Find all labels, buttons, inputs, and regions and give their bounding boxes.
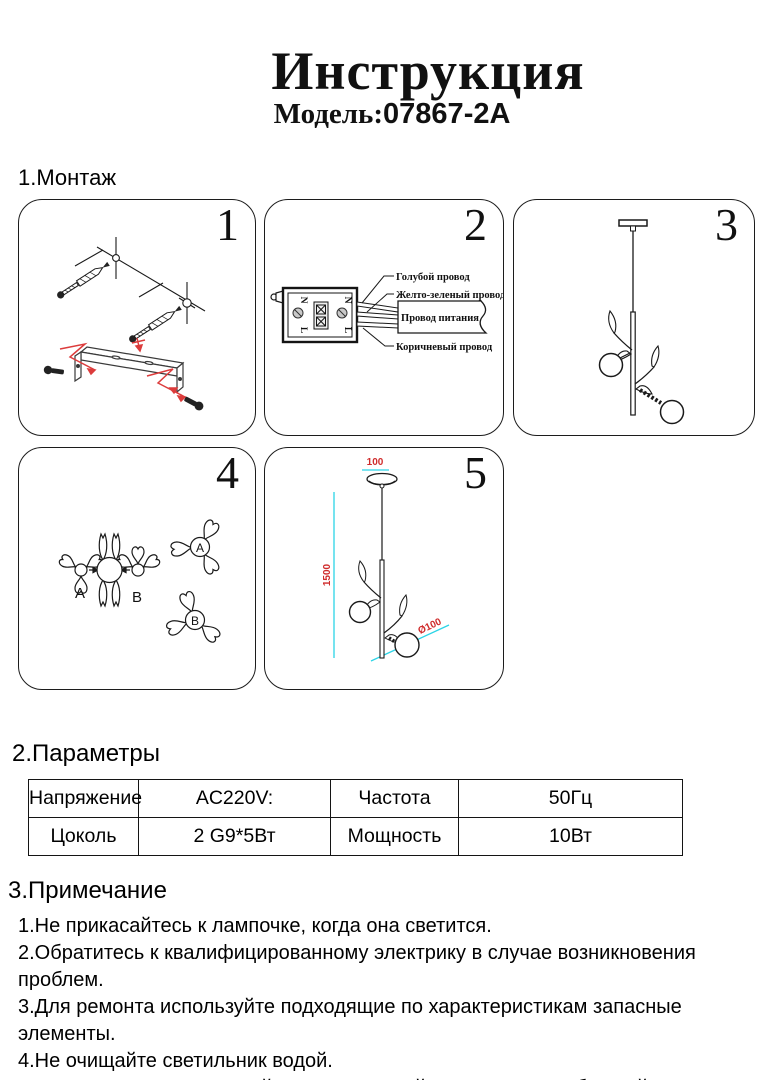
- terminal-n-left: N: [298, 297, 308, 304]
- wiring-diagram: N L N L: [270, 272, 503, 353]
- dimension-diagram: 100 1500 Ø100: [322, 457, 450, 662]
- note-item-3: 3.Для ремонта используйте подходящие по …: [18, 996, 682, 1045]
- panel5-number: 5: [464, 447, 487, 498]
- param-power-value: 10Вт: [458, 817, 683, 856]
- param-power-label: Мощность: [330, 817, 459, 856]
- screw-icon: [43, 365, 204, 411]
- power-cord-label: Провод питания: [401, 313, 479, 324]
- note-item-4: 4.Не очищайте светильник водой.: [18, 1050, 333, 1072]
- panel-decor-step4: 4: [18, 447, 256, 690]
- section-montage-title: 1.Монтаж: [18, 165, 117, 190]
- parameters-table: Напряжение AC220V: Частота 50Гц Цоколь 2…: [28, 779, 683, 856]
- note-item-2: 2.Обратитесь к квалифицированному электр…: [18, 942, 696, 991]
- label-a: A: [75, 585, 85, 602]
- callout-lines: [361, 275, 394, 347]
- cluster-a-letter: A: [196, 541, 204, 555]
- terminal-n-right: N: [342, 297, 352, 304]
- model-line: Модель:07867-2A: [274, 98, 511, 131]
- screw-anchor-icon: [129, 305, 182, 343]
- decor-cluster-b: [165, 590, 221, 643]
- decor-cluster-a: [170, 519, 220, 575]
- glass-globe: [348, 600, 372, 624]
- param-frequency-label: Частота: [330, 779, 459, 818]
- yellow-green-wire-label: Желто-зеленый провод: [396, 290, 503, 301]
- glass-globe: [598, 352, 624, 378]
- connector-icon: [313, 301, 329, 330]
- glass-globe: [659, 399, 685, 425]
- cluster-b-letter: B: [191, 614, 199, 628]
- table-row: Цоколь 2 G9*5Вт Мощность 10Вт: [28, 817, 683, 856]
- power-cord-box: [397, 300, 488, 334]
- center-hub: [96, 556, 123, 584]
- dimension-lines: [333, 469, 450, 662]
- panel3-number: 3: [715, 199, 738, 250]
- mounting-bracket: [74, 346, 185, 394]
- blue-wire-label: Голубой провод: [396, 272, 470, 283]
- panel4-number: 4: [216, 447, 239, 498]
- model-label: Модель:: [273, 98, 384, 130]
- page-title: Инструкция: [271, 41, 585, 101]
- panel1-number: 1: [216, 199, 239, 250]
- panel-wiring-step2: 2 N L N L: [264, 199, 504, 436]
- terminal-l-right: L: [342, 327, 352, 333]
- terminal-l-left: L: [298, 327, 308, 333]
- param-voltage-value: AC220V:: [138, 779, 331, 818]
- notes-list: 1.Не прикасайтесь к лампочке, когда она …: [18, 913, 760, 1080]
- panel2-number: 2: [464, 199, 487, 250]
- glass-globe: [394, 632, 420, 658]
- panel-dimensions-step5: 5 100 1500 Ø100: [264, 447, 504, 690]
- section-notes-title: 3.Примечание: [8, 877, 167, 904]
- wall-anchor-diagram: [43, 237, 206, 411]
- note-item-5: 5.Для защиты окружающей среды, пожалуйст…: [18, 1075, 760, 1080]
- section-parameters-title: 2.Параметры: [12, 740, 160, 767]
- wires: [356, 301, 399, 329]
- terminal-block: N L N L: [270, 286, 359, 344]
- param-frequency-value: 50Гц: [458, 779, 683, 818]
- param-socket-value: 2 G9*5Вт: [138, 817, 331, 856]
- table-row: Напряжение AC220V: Частота 50Гц: [28, 779, 683, 818]
- pendant-lamp-diagram: [598, 219, 685, 425]
- leaf-decor-diagram: A B A B: [58, 519, 221, 643]
- dim-canopy-width: 100: [367, 457, 384, 468]
- param-socket-label: Цоколь: [28, 817, 139, 856]
- screw-anchor-icon: [57, 261, 110, 299]
- param-voltage-label: Напряжение: [28, 779, 142, 818]
- brown-wire-label: Коричневый провод: [396, 342, 493, 353]
- dim-drop-height: 1500: [322, 563, 333, 586]
- label-b: B: [132, 589, 142, 606]
- panel-mounting-step1: 1: [18, 199, 256, 436]
- model-value: 07867-2A: [383, 98, 511, 130]
- note-item-1: 1.Не прикасайтесь к лампочке, когда она …: [18, 915, 492, 937]
- panel-hanging-step3: 3: [513, 199, 755, 436]
